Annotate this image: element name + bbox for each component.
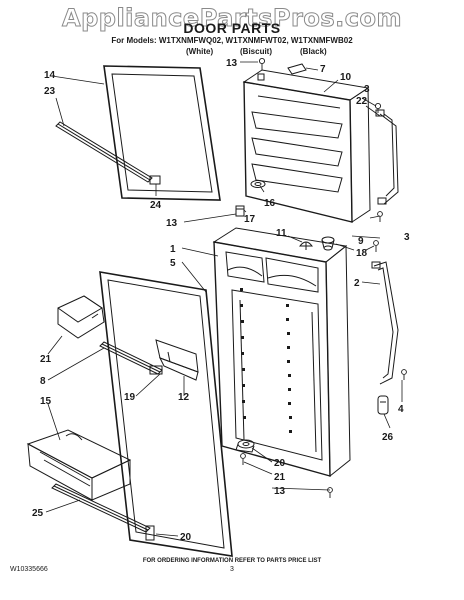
callout-8: 8 <box>40 376 46 387</box>
callout-16: 16 <box>264 198 276 209</box>
leader-lines <box>45 61 403 537</box>
callout-10: 10 <box>340 72 352 83</box>
page-number: 3 <box>230 566 234 573</box>
callout-15: 15 <box>40 396 52 407</box>
door-shelf-bin <box>26 429 132 501</box>
document-number: W10335666 <box>10 566 48 573</box>
callout-2: 2 <box>354 278 360 289</box>
diagram-title: DOOR PARTS <box>183 20 281 36</box>
callout-24: 24 <box>150 200 162 211</box>
refrigerator-door <box>212 227 351 478</box>
door-cam <box>298 241 314 250</box>
color-black: (Black) <box>300 47 327 56</box>
callout-13-mid: 13 <box>166 218 178 229</box>
site-watermark: AppliancePartsPros.com <box>62 4 402 33</box>
callout-3-top: 3 <box>364 84 370 95</box>
hinge-bushing <box>235 205 245 217</box>
callout-4: 4 <box>398 404 404 415</box>
callout-25: 25 <box>32 508 44 519</box>
callout-26: 26 <box>382 432 394 443</box>
color-white: (White) <box>186 47 214 56</box>
refrigerator-door-trim <box>51 483 151 533</box>
refrigerator-door-gasket <box>99 271 233 557</box>
handle-end-cap <box>377 395 389 415</box>
callout-11: 11 <box>276 228 287 239</box>
callout-21-bottom: 21 <box>274 472 286 483</box>
callout-5: 5 <box>170 258 176 269</box>
callout-7: 7 <box>320 64 326 75</box>
callout-20-mid: 20 <box>274 458 286 469</box>
freezer-door-gasket <box>103 65 221 201</box>
freezer-hinge-cover <box>287 63 307 75</box>
callout-9: 9 <box>358 236 364 247</box>
callout-23: 23 <box>44 86 56 97</box>
callout-19: 19 <box>124 392 136 403</box>
ordering-note: FOR ORDERING INFORMATION REFER TO PARTS … <box>142 558 322 564</box>
callout-13-bottom: 13 <box>274 486 286 497</box>
model-colors: (White) (Biscuit) (Black) <box>0 47 464 57</box>
dairy-door <box>57 295 105 339</box>
callout-3-mid: 3 <box>404 232 410 243</box>
callout-18: 18 <box>356 248 368 259</box>
freezer-trim-clip <box>149 175 161 185</box>
callout-labels: 14 23 24 13 7 10 3 22 16 17 13 11 9 3 1 … <box>32 58 410 543</box>
callout-20-bottom: 20 <box>180 532 192 543</box>
callout-12: 12 <box>178 392 190 403</box>
callout-17: 17 <box>244 214 256 225</box>
callout-14: 14 <box>44 70 56 81</box>
freezer-door <box>242 69 371 223</box>
door-rack-holes <box>240 288 292 433</box>
models-line: For Models: W1TXNMFWQ02, W1TXNMFWT02, W1… <box>111 36 353 45</box>
color-biscuit: (Biscuit) <box>240 47 272 56</box>
callout-13-top: 13 <box>226 58 238 69</box>
callout-22: 22 <box>356 96 368 107</box>
freezer-door-trim <box>55 121 153 183</box>
callout-1: 1 <box>170 244 176 255</box>
trim-end-clip <box>145 525 155 541</box>
callout-21-top: 21 <box>40 354 52 365</box>
freezer-handle <box>375 109 399 205</box>
refrigerator-handle <box>371 261 399 385</box>
freezer-hinge-bracket <box>250 180 266 188</box>
butter-compartment <box>155 339 199 381</box>
shelf-trim <box>99 341 163 375</box>
